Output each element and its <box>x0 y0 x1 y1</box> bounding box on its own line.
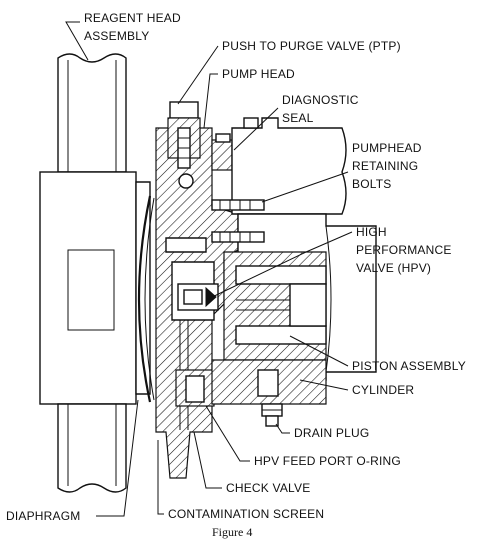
check-valve-shape <box>175 369 215 407</box>
lower-body-block <box>211 359 327 405</box>
label-drain-plug: DRAIN PLUG <box>294 426 369 440</box>
label-pump-head: PUMP HEAD <box>222 67 295 81</box>
label-hpv-2: PERFORMANCE <box>356 243 452 257</box>
label-reagent-head-1: REAGENT HEAD <box>84 11 181 25</box>
label-retaining-2: RETAINING <box>352 159 418 173</box>
label-diaphragm: DIAPHRAGM <box>6 509 80 523</box>
label-check-valve: CHECK VALVE <box>226 481 310 495</box>
diaphragm-shape <box>137 195 155 403</box>
label-diagnostic-2: SEAL <box>282 111 314 125</box>
push-to-purge-valve-shape <box>167 101 201 169</box>
drain-plug-shape <box>261 403 283 427</box>
label-contamination-screen: CONTAMINATION SCREEN <box>168 507 324 521</box>
high-performance-valve-shape <box>177 283 219 311</box>
label-hpv-feed-port: HPV FEED PORT O-RING <box>254 454 401 468</box>
label-piston-assembly: PISTON ASSEMBLY <box>352 359 466 373</box>
label-cylinder: CYLINDER <box>352 383 414 397</box>
label-hpv-1: HIGH <box>356 225 387 239</box>
label-reagent-head-2: ASSEMBLY <box>84 29 149 43</box>
figure-caption: Figure 4 <box>212 525 252 539</box>
diagnostic-seal-shape <box>211 133 233 171</box>
cylinder-and-piston <box>223 251 327 361</box>
leader-lines <box>65 21 353 517</box>
label-retaining-3: BOLTS <box>352 177 391 191</box>
retaining-bolts-shape <box>211 199 265 243</box>
label-push-to-purge: PUSH TO PURGE VALVE (PTP) <box>222 39 401 53</box>
label-diagnostic-1: DIAGNOSTIC <box>282 93 359 107</box>
label-hpv-3: VALVE (HPV) <box>356 261 431 275</box>
label-retaining-1: PUMPHEAD <box>352 141 422 155</box>
reagent-head-assembly-body <box>39 53 151 493</box>
